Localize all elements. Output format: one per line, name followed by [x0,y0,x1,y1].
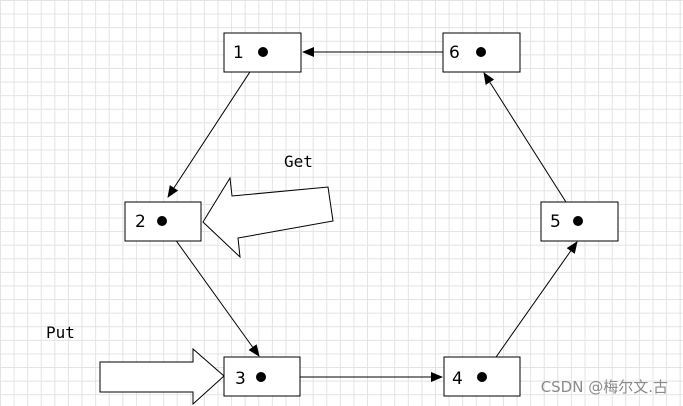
node-2: 2 [124,201,202,242]
pointer-dot [477,372,487,382]
node-label: 6 [449,43,460,63]
edge-4-5 [481,241,578,378]
node-6: 6 [442,32,521,73]
pointer-dot [258,47,268,57]
node-box [223,32,302,73]
pointer-dot [573,216,583,226]
pointer-dot [256,372,266,382]
get-block-arrow [202,176,334,259]
node-label: 5 [550,212,561,232]
edge-1-2 [167,51,264,198]
put-label: Put [46,323,75,342]
node-5: 5 [540,201,619,242]
node-label: 4 [452,369,463,389]
node-label: 1 [233,43,244,63]
get-label: Get [284,152,313,171]
node-1: 1 [223,32,302,73]
node-4: 4 [443,356,521,397]
edge-5-6 [483,72,579,222]
edge-2-3 [161,220,260,357]
pointer-dot [157,216,167,226]
pointer-dot [476,47,486,57]
put-block-arrow [99,347,225,406]
node-label: 2 [135,212,146,232]
watermark-text: CSDN @梅尔文.古 [541,378,668,396]
node-3: 3 [223,356,301,397]
node-label: 3 [235,369,246,389]
